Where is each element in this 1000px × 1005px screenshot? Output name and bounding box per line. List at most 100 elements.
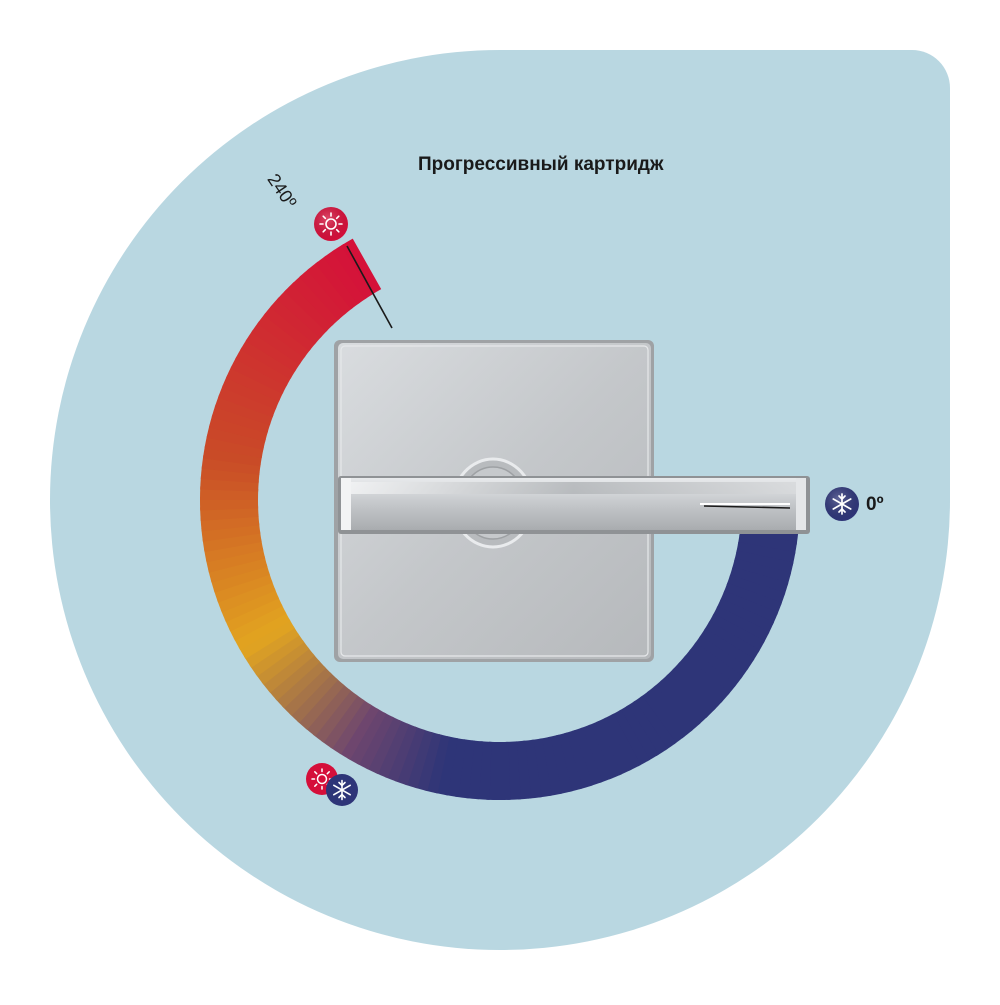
arc-segment: [211, 404, 271, 434]
arc-segment: [726, 574, 786, 606]
arc-segment: [270, 296, 322, 345]
arc-segment: [228, 603, 287, 641]
arc-segment: [204, 539, 264, 563]
hot-cold-mix-icon: [306, 763, 358, 806]
arc-segment: [633, 695, 677, 751]
arc-segment: [712, 606, 770, 644]
arc-segment: [394, 726, 426, 786]
diagram-title: Прогрессивный картридж: [418, 154, 664, 175]
arc-segment: [729, 566, 789, 596]
arc-segment: [588, 721, 623, 780]
temperature-arc: [200, 238, 800, 800]
arc-segment: [323, 249, 367, 305]
arc-segment: [289, 672, 339, 723]
arc-segment: [296, 678, 345, 730]
arc-segment: [208, 556, 268, 583]
arc-segment: [332, 243, 374, 300]
arc-segment: [224, 596, 283, 632]
arc-segment: [238, 618, 295, 659]
arc-segment: [235, 347, 292, 387]
arc-segment: [312, 689, 358, 743]
arc-segment: [274, 660, 326, 709]
arc-segment: [384, 723, 418, 782]
arc-segment: [284, 282, 334, 332]
arc-segment: [640, 690, 685, 745]
arc-segment: [731, 558, 792, 586]
arc-segment: [205, 547, 266, 573]
arc-segment: [321, 694, 365, 749]
arc-segment: [208, 414, 269, 442]
arc-segment: [230, 356, 288, 394]
arc-segment: [603, 713, 641, 772]
arc-segment: [261, 646, 315, 693]
arc-segment: [291, 274, 340, 326]
min-angle-label: 0º: [866, 494, 884, 515]
arc-segment: [672, 661, 723, 711]
arc-segment: [531, 738, 553, 798]
arc-segment: [646, 685, 693, 739]
arc-segment: [375, 720, 410, 779]
sun-icon: [314, 207, 348, 241]
arc-segment: [299, 268, 347, 321]
arc-segment: [282, 666, 332, 716]
arc-segment: [268, 653, 321, 701]
max-angle-pointer: [346, 245, 393, 329]
arc-segment: [699, 628, 755, 671]
arc-segment: [653, 679, 701, 732]
arc-segment: [683, 648, 737, 696]
arc-segment: [315, 255, 360, 310]
arc-segment: [703, 621, 760, 662]
arc-segment: [708, 613, 765, 653]
arc-segment: [611, 709, 650, 767]
arc-segment: [723, 582, 782, 616]
arc-segment: [356, 712, 394, 770]
arc-segment: [217, 580, 276, 613]
arc-segment: [200, 496, 259, 511]
arc-segment: [249, 633, 305, 677]
arc-segment: [204, 434, 264, 458]
arc-segment: [307, 261, 354, 315]
arc-segment: [666, 668, 716, 718]
arc-segment: [202, 531, 262, 553]
arc-segment: [245, 329, 301, 372]
arc-segment: [618, 705, 659, 762]
arc-segment: [572, 727, 603, 787]
arc-segment: [263, 304, 317, 352]
min-angle-pointer: [703, 505, 791, 509]
arc-segment: [496, 741, 511, 800]
lever-handle: [338, 476, 810, 534]
arc-segment: [736, 542, 796, 566]
arc-segment: [678, 655, 730, 704]
arc-segment: [347, 708, 387, 765]
arc-segment: [233, 611, 291, 650]
arc-segment: [214, 394, 274, 426]
arc-segment: [206, 424, 266, 450]
arc-segment: [251, 321, 306, 365]
arc-segment: [338, 703, 379, 760]
arc-segment: [434, 736, 458, 796]
arc-segment: [424, 734, 450, 794]
arc-segment: [329, 699, 372, 755]
arc-segment: [365, 716, 402, 775]
arc-segment: [243, 626, 300, 668]
arc-segment: [210, 564, 270, 593]
arc-segment: [240, 338, 297, 379]
arc-segment: [596, 717, 632, 776]
arc-segment: [304, 683, 352, 737]
arc-segment: [414, 731, 442, 792]
arc-segment: [734, 550, 794, 576]
arc-segment: [564, 730, 593, 790]
arc-segment: [220, 588, 279, 623]
arc-segment: [689, 642, 743, 688]
arc-segment: [277, 289, 328, 339]
arc-segment: [716, 598, 775, 635]
arc-segment: [213, 572, 273, 603]
arc-segment: [556, 732, 583, 792]
arc-segment: [660, 674, 709, 726]
arc-segment: [626, 700, 668, 757]
snowflake-icon: [825, 487, 859, 521]
arc-segment: [720, 590, 779, 625]
arc-segment: [404, 729, 434, 789]
